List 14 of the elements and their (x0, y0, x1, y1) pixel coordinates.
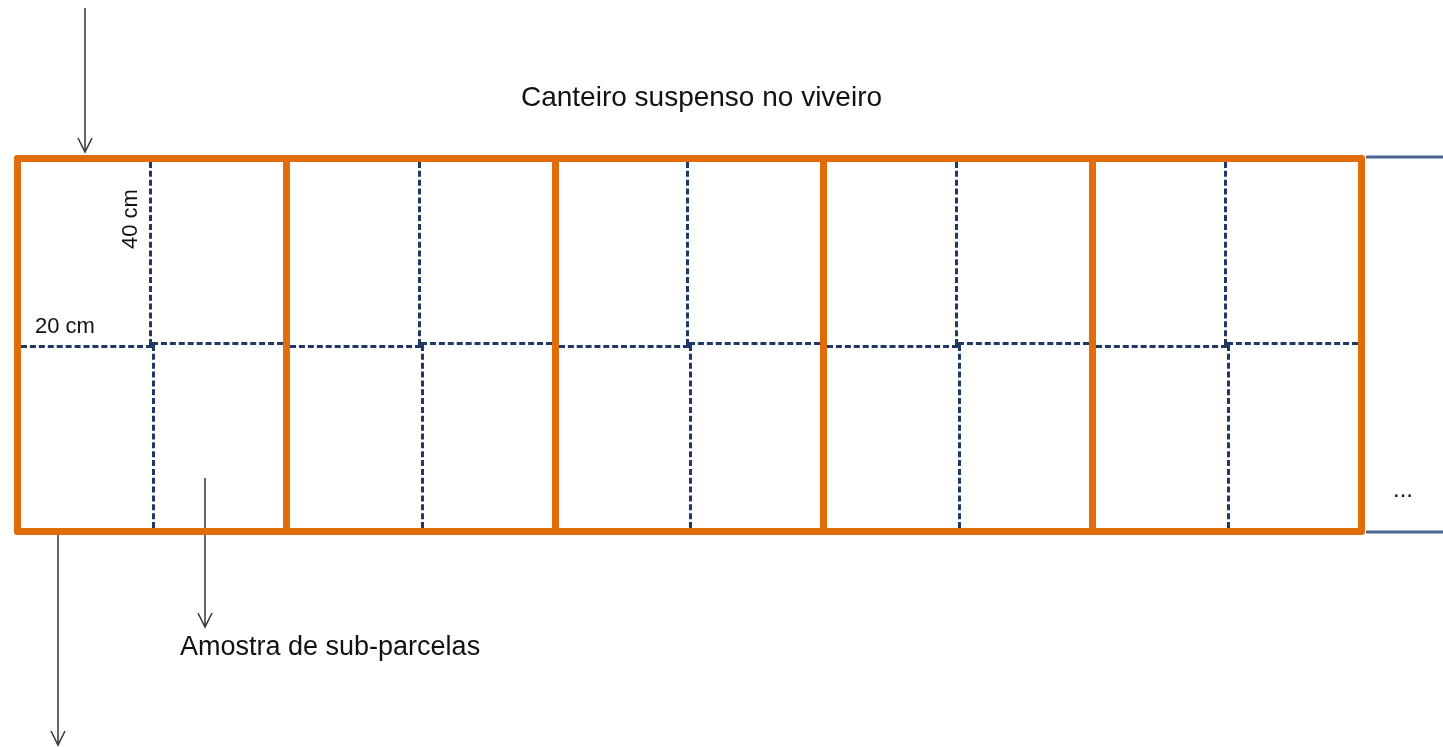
ellipsis-label: ... (1393, 476, 1413, 503)
plot-outline (289, 162, 559, 528)
plot-outline (21, 162, 290, 528)
dimension-label: 40 cm (117, 189, 143, 250)
arrow (77, 7, 93, 153)
dimension-label: 20 cm (35, 314, 95, 339)
raised-bed-outline (14, 155, 1365, 535)
plot-outline (827, 162, 1097, 528)
arrow (50, 534, 66, 746)
arrow (197, 477, 213, 628)
callout-text: Amostra de sub-parcelas (180, 630, 481, 664)
plot-outline (1096, 162, 1358, 528)
plot-outline (558, 162, 828, 528)
diagram-title: Canteiro suspenso no viveiro (520, 80, 883, 114)
